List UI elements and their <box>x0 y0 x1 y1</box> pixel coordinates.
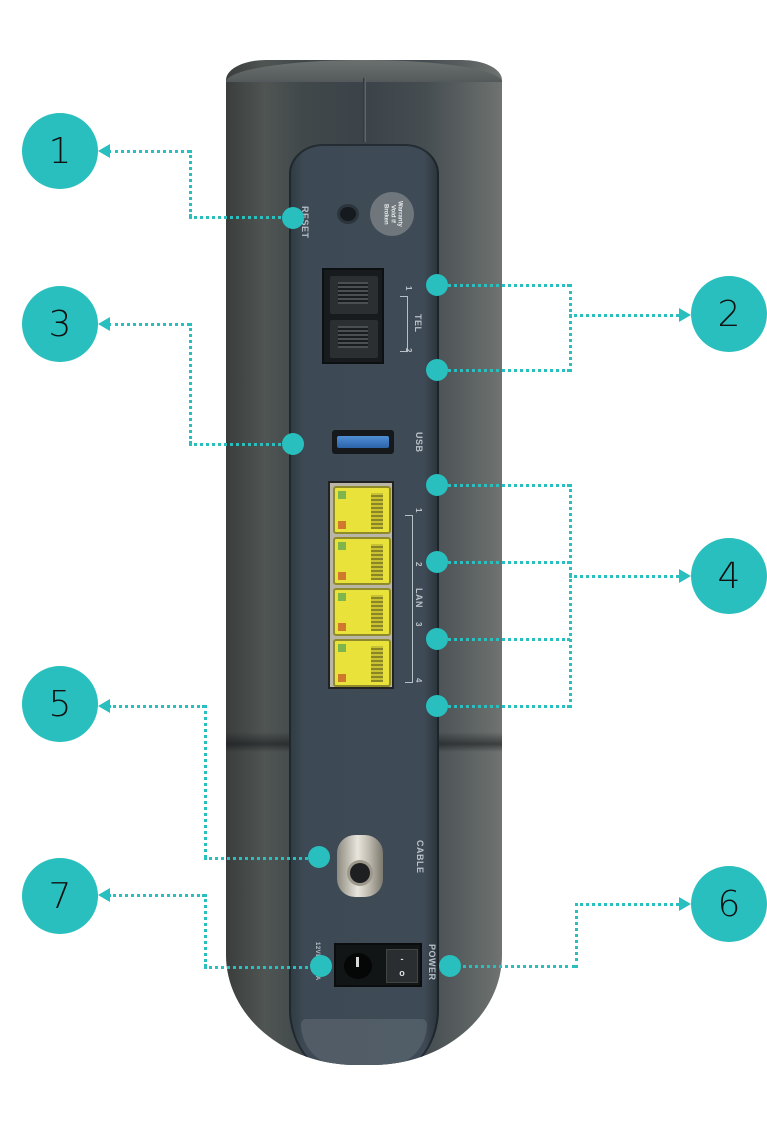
reset-button[interactable] <box>340 207 356 221</box>
cable-label: CABLE <box>415 840 425 874</box>
tel-ports <box>322 268 384 364</box>
dc-power-jack[interactable] <box>344 953 372 979</box>
switch-off-mark: o <box>399 968 405 978</box>
callout-line-5c <box>204 857 320 860</box>
callout-line-3a <box>108 323 190 326</box>
callout-badge-4: 4 <box>691 538 767 614</box>
callout-dot-3 <box>282 433 304 455</box>
reset-label: RESET <box>300 206 310 239</box>
lan-port-1[interactable] <box>333 486 391 534</box>
callout-line-6a <box>450 965 576 968</box>
power-label: POWER <box>427 944 437 981</box>
callout-line-6c <box>575 903 679 906</box>
arrow-left-icon <box>98 144 110 158</box>
switch-on-mark: - <box>400 954 404 964</box>
callout-line-4f <box>569 575 679 578</box>
usb-label: USB <box>414 432 424 453</box>
port-contacts <box>371 544 383 580</box>
callout-line-7b <box>204 894 207 967</box>
lan-4-label: 4 <box>414 678 423 683</box>
callout-badge-2: 2 <box>691 276 767 352</box>
tel-2-label: 2 <box>404 348 413 353</box>
callout-line-2d <box>569 314 679 317</box>
callout-line-1a <box>108 150 190 153</box>
activity-led <box>338 623 346 631</box>
activity-led <box>338 521 346 529</box>
callout-line-4c <box>437 638 570 641</box>
callout-badge-6: 6 <box>691 866 767 942</box>
callout-line-3b <box>189 323 192 444</box>
link-led <box>338 542 346 550</box>
usb-port[interactable] <box>332 430 394 454</box>
arrow-right-icon <box>679 308 691 322</box>
activity-led <box>338 674 346 682</box>
port-contacts <box>371 646 383 682</box>
device-top-cap <box>226 60 502 82</box>
callout-line-2c <box>569 284 572 372</box>
callout-line-1c <box>189 216 293 219</box>
callout-line-1b <box>189 150 192 217</box>
lan-3-label: 3 <box>414 622 423 627</box>
lan-bracket <box>405 515 413 683</box>
callout-line-2b <box>437 369 570 372</box>
callout-line-5a <box>108 705 205 708</box>
callout-line-5b <box>204 705 207 858</box>
callout-line-7a <box>108 894 205 897</box>
callout-dot-7 <box>310 955 332 977</box>
device-top-ridge <box>363 78 366 142</box>
warranty-text: Warranty Void if Broken <box>382 201 403 227</box>
tel-bracket <box>400 296 408 352</box>
callout-line-6b <box>575 903 578 968</box>
link-led <box>338 593 346 601</box>
power-switch[interactable]: - o <box>386 949 418 983</box>
arrow-right-icon <box>679 897 691 911</box>
warranty-sticker: Warranty Void if Broken <box>370 192 414 236</box>
callout-line-2a <box>437 284 570 287</box>
callout-line-4e <box>569 484 572 708</box>
callout-line-4a <box>437 484 570 487</box>
callout-badge-7: 7 <box>22 858 98 934</box>
power-block: - o <box>334 943 422 987</box>
callout-dot-5 <box>308 846 330 868</box>
arrow-right-icon <box>679 569 691 583</box>
arrow-left-icon <box>98 888 110 902</box>
port-contacts <box>371 595 383 631</box>
callout-line-4b <box>437 561 570 564</box>
tel-port-1[interactable] <box>330 276 378 314</box>
link-led <box>338 491 346 499</box>
lan-label: LAN <box>414 588 424 608</box>
coax-connector[interactable] <box>337 835 383 897</box>
arrow-left-icon <box>98 699 110 713</box>
port-contacts <box>371 493 383 529</box>
callout-badge-1: 1 <box>22 113 98 189</box>
lan-2-label: 2 <box>414 562 423 567</box>
tel-label: TEL <box>413 314 423 333</box>
lan-1-label: 1 <box>414 508 423 513</box>
callout-dot-1 <box>282 207 304 229</box>
tel-port-2[interactable] <box>330 320 378 358</box>
lan-port-2[interactable] <box>333 537 391 585</box>
panel-foot <box>301 1019 427 1065</box>
callout-line-4d <box>437 705 570 708</box>
lan-port-3[interactable] <box>333 588 391 636</box>
arrow-left-icon <box>98 317 110 331</box>
lan-port-4[interactable] <box>333 639 391 687</box>
callout-line-3c <box>189 443 293 446</box>
callout-badge-5: 5 <box>22 666 98 742</box>
activity-led <box>338 572 346 580</box>
lan-ports <box>328 481 394 689</box>
callout-line-7c <box>204 966 320 969</box>
callout-badge-3: 3 <box>22 286 98 362</box>
link-led <box>338 644 346 652</box>
tel-1-label: 1 <box>404 286 413 291</box>
